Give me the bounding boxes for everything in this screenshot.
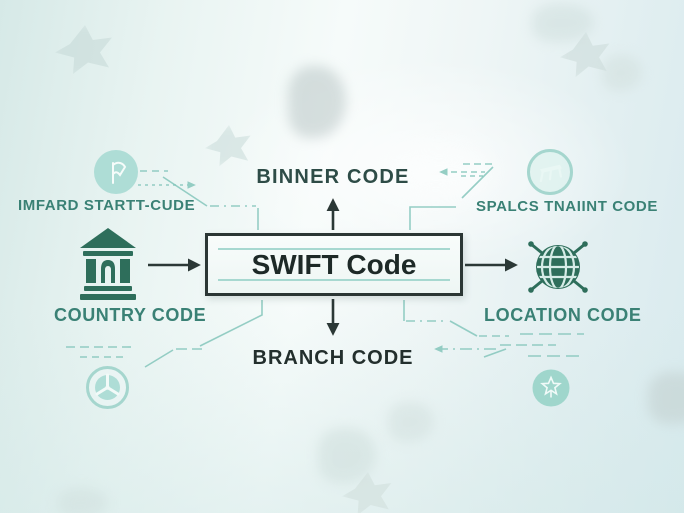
main-arrows	[148, 198, 518, 336]
monument-glyph	[539, 164, 562, 183]
background-blob	[288, 66, 346, 138]
swift-code-title: SWIFT Code	[251, 248, 417, 280]
circuit-decoration	[66, 163, 584, 368]
right-upper-label: SPALCS TNAIINT CODE	[476, 198, 658, 215]
box-divider	[218, 248, 450, 250]
bank-icon	[80, 228, 136, 300]
flag-glyph	[112, 161, 127, 184]
box-divider	[218, 279, 450, 281]
monument-circle-icon	[527, 149, 573, 195]
background-blob	[58, 488, 108, 513]
left-upper-label: IMFARD STARTT-CUDE	[18, 197, 196, 214]
fan-circle-icon	[86, 366, 129, 409]
star-circle-icon	[532, 369, 570, 407]
binner-code-label: BINNER CODE	[256, 166, 410, 188]
background-blob	[318, 428, 376, 483]
location-code-label: LOCATION CODE	[484, 305, 642, 325]
branch-code-label: BRANCH CODE	[252, 347, 414, 369]
globe-network-icon	[528, 241, 588, 293]
background-blob	[388, 402, 434, 442]
swift-code-box: SWIFT Code	[205, 233, 463, 296]
flag-circle-icon	[94, 150, 138, 194]
background-blob	[648, 372, 684, 424]
country-code-label: COUNTRY CODE	[54, 305, 207, 325]
background-blob	[602, 55, 642, 91]
